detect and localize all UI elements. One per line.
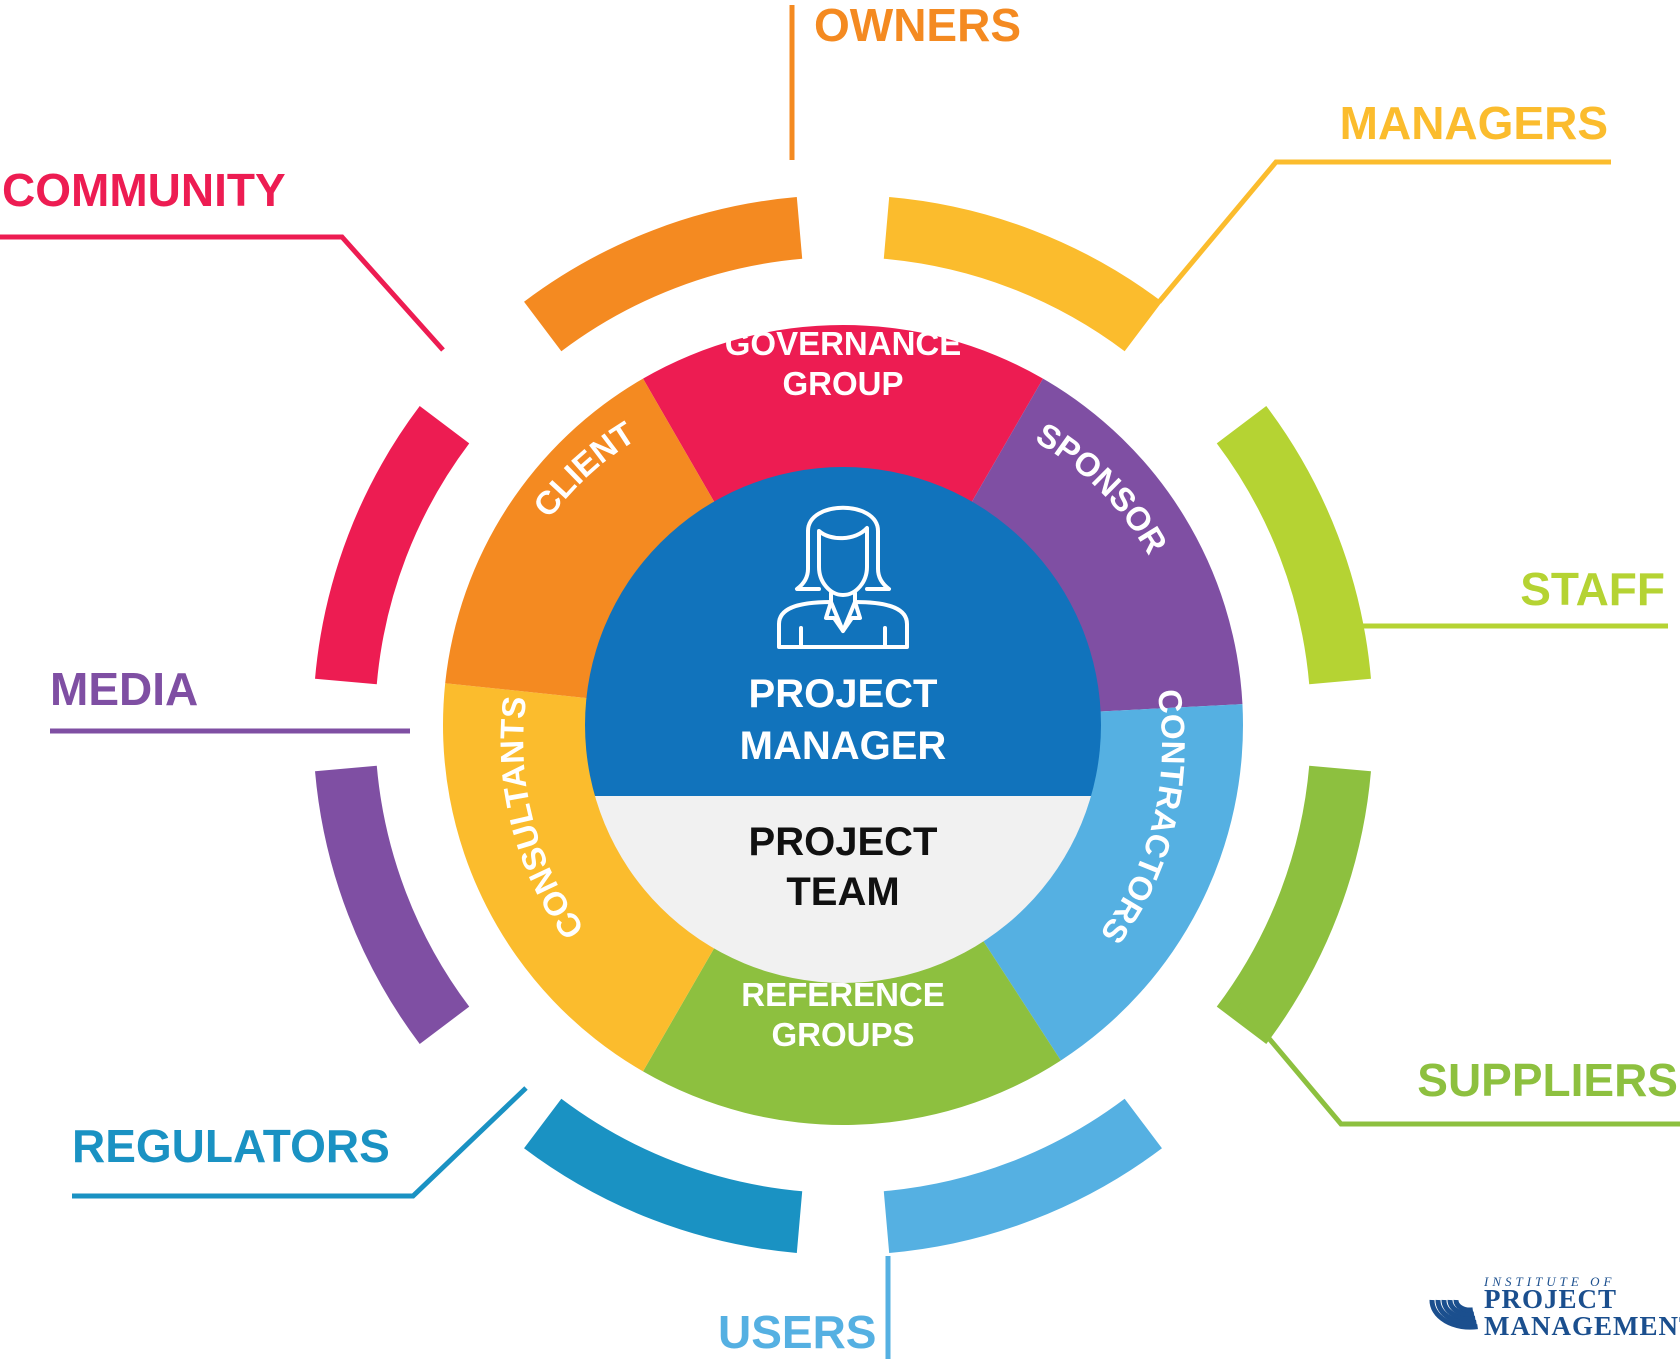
project-manager-line1: PROJECT xyxy=(749,672,938,716)
outer-arc-community xyxy=(315,406,470,685)
outer-arc-regulators xyxy=(524,1098,803,1253)
inner-wedge-contractors xyxy=(981,704,1243,1061)
label-staff: STAFF xyxy=(1520,563,1665,615)
logo-swirl-icon xyxy=(1429,1299,1478,1330)
inner-wedge-governance xyxy=(643,325,1043,505)
inner-ring xyxy=(442,325,1243,1125)
logo-swirl-stroke xyxy=(1429,1299,1478,1330)
logo-swirl-stroke xyxy=(1447,1299,1475,1317)
label-suppliers: SUPPLIERS xyxy=(1417,1054,1678,1106)
outer-arc-users xyxy=(883,1098,1162,1253)
leader-line-suppliers xyxy=(1238,1002,1680,1127)
leader-line-community xyxy=(0,234,445,352)
leader-line-regulators xyxy=(72,1086,528,1199)
inner-wedge-reference xyxy=(643,938,1061,1125)
label-governance-line1: GOVERNANCE xyxy=(725,325,962,362)
logo-line1: INSTITUTE OF xyxy=(1483,1274,1615,1289)
logo-swirl-stroke xyxy=(1435,1299,1477,1326)
logo-line2: PROJECT xyxy=(1484,1284,1617,1314)
leader-line-managers xyxy=(1157,159,1611,304)
label-regulators: REGULATORS xyxy=(72,1120,390,1172)
outer-ring xyxy=(315,197,1371,1253)
outer-arc-staff xyxy=(1216,406,1371,685)
person-icon xyxy=(777,505,909,649)
logo-swirl-stroke xyxy=(1441,1299,1476,1322)
ipm-logo: INSTITUTE OF PROJECT MANAGEMENT xyxy=(1429,1274,1680,1341)
logo-line3: MANAGEMENT xyxy=(1484,1311,1680,1341)
outer-arc-managers xyxy=(883,197,1162,352)
inner-wedge-consultants xyxy=(442,683,716,1072)
project-team-line2: TEAM xyxy=(786,870,899,914)
inner-wedge-sponsor xyxy=(970,378,1243,712)
logo-swirl-stroke xyxy=(1453,1299,1474,1313)
label-governance-line2: GROUP xyxy=(782,365,903,402)
label-managers: MANAGERS xyxy=(1340,97,1608,149)
label-owners: OWNERS xyxy=(814,0,1021,51)
label-media: MEDIA xyxy=(50,663,198,715)
outer-arc-media xyxy=(315,765,470,1044)
label-reference-line2: GROUPS xyxy=(771,1016,914,1053)
project-team-line1: PROJECT xyxy=(749,820,938,864)
outer-arc-suppliers xyxy=(1216,765,1371,1044)
inner-wedge-client xyxy=(445,378,716,699)
outer-arc-owners xyxy=(524,197,803,352)
label-community: COMMUNITY xyxy=(2,164,286,216)
leader-lines xyxy=(0,5,1680,1359)
label-users: USERS xyxy=(718,1306,876,1358)
project-manager-line2: MANAGER xyxy=(740,724,947,768)
